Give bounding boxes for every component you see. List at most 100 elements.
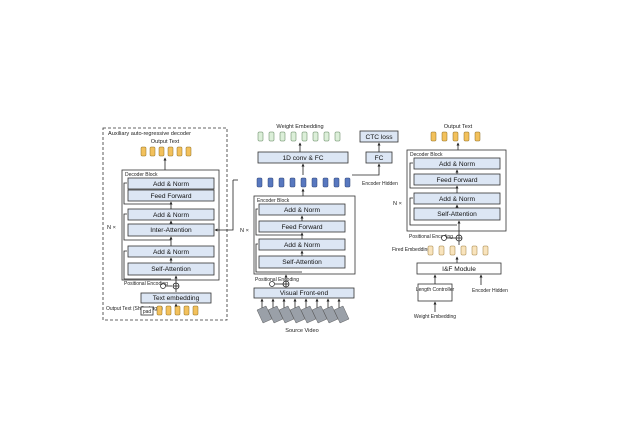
video-frame	[267, 305, 284, 324]
left-self-attention-label: Self-Attention	[151, 266, 191, 273]
fc-label: FC	[375, 155, 384, 162]
visual-frontend-label: Visual Front-end	[280, 290, 329, 297]
ctc-loss-label: CTC loss	[365, 134, 393, 141]
input-token	[156, 305, 163, 316]
output-token	[140, 146, 147, 157]
right-feed-forward-label: Feed Forward	[436, 177, 477, 184]
text-embedding-label: Text embedding	[153, 295, 200, 302]
encoder-to-inter-attention-arrow	[214, 180, 234, 232]
output-token	[158, 146, 165, 157]
weight-tokens	[257, 131, 341, 142]
hidden-tokens	[256, 177, 351, 188]
text-embedding-box	[140, 292, 212, 304]
input-token	[174, 305, 181, 316]
output-token	[430, 131, 437, 142]
enc-feed-forward-label: Feed Forward	[281, 224, 322, 231]
left-add-norm-1-label: Add & Norm	[153, 249, 189, 256]
right-add-norm-2	[413, 157, 501, 170]
left-feed-forward	[127, 189, 215, 202]
left-add-norm-2-label: Add & Norm	[153, 212, 189, 219]
left-sine-icon	[160, 283, 166, 289]
right-decoder-block	[406, 149, 507, 232]
input-token	[165, 305, 172, 316]
enc-add-norm-2	[258, 203, 346, 216]
encoder-block-title: Encoder Block	[257, 198, 290, 204]
hidden-token	[300, 177, 307, 188]
fired-embedding-label: Fired Embedding	[392, 247, 430, 253]
weight-token	[323, 131, 330, 142]
source-video-frames	[256, 298, 350, 324]
fired-token	[482, 245, 489, 256]
fired-token	[449, 245, 456, 256]
source-video-label: Source Video	[285, 328, 318, 334]
fired-token	[427, 245, 434, 256]
left-block-title: Decoder Block	[125, 172, 158, 178]
hidden-token	[267, 177, 274, 188]
pad-token-label: pad	[143, 309, 152, 315]
video-frame	[289, 305, 306, 324]
output-token	[474, 131, 481, 142]
left-decoder: Auxiliary auto-regressive decoder Output…	[102, 127, 228, 321]
left-input-text-label: Output Text (Shifted right)	[106, 306, 163, 312]
if-module-box	[416, 262, 502, 275]
fired-token	[438, 245, 445, 256]
weight-token	[279, 131, 286, 142]
video-frame	[311, 305, 328, 324]
if-module-label: I&F Module	[442, 266, 476, 273]
encoder-block	[253, 195, 356, 275]
enc-repeat-label: N ×	[240, 228, 249, 234]
right-block-title: Decoder Block	[410, 152, 443, 158]
hidden-token	[311, 177, 318, 188]
weight-token	[312, 131, 319, 142]
video-frame	[322, 305, 339, 324]
input-token	[192, 305, 199, 316]
enc-sine-icon	[269, 281, 275, 287]
right-self-attention-label: Self-Attention	[437, 211, 477, 218]
video-frame	[333, 305, 350, 324]
left-pos-enc-label: Positional Encoding	[124, 281, 168, 287]
output-token	[149, 146, 156, 157]
hidden-token	[322, 177, 329, 188]
fired-tokens	[427, 245, 489, 256]
left-repeat-label: N ×	[107, 225, 116, 231]
left-inter-attention-label: Inter-Attention	[150, 227, 192, 234]
right-output-text-label: Output Text	[444, 124, 473, 130]
hidden-token	[256, 177, 263, 188]
left-add-norm-3	[127, 177, 215, 190]
enc-add-norm-2-label: Add & Norm	[284, 207, 320, 214]
hidden-token	[289, 177, 296, 188]
right-add-norm-1-label: Add & Norm	[439, 196, 475, 203]
weight-token	[301, 131, 308, 142]
input-token	[183, 305, 190, 316]
video-frame	[278, 305, 295, 324]
left-decoder-block	[121, 169, 220, 281]
pad-token	[140, 306, 154, 316]
left-add-norm-3-label: Add & Norm	[153, 181, 189, 188]
right-output-tokens	[430, 131, 481, 142]
output-token	[185, 146, 192, 157]
left-feed-forward-label: Feed Forward	[150, 193, 191, 200]
middle-encoder: Weight Embedding 1D conv & FC CTC loss F…	[240, 124, 399, 334]
weight-token	[268, 131, 275, 142]
aux-decoder-frame	[102, 127, 228, 321]
output-token	[167, 146, 174, 157]
fired-token	[471, 245, 478, 256]
weight-token	[257, 131, 264, 142]
fired-token	[460, 245, 467, 256]
left-output-tokens	[140, 146, 192, 157]
visual-frontend-box	[253, 287, 355, 299]
output-token	[441, 131, 448, 142]
output-token	[452, 131, 459, 142]
weight-token	[334, 131, 341, 142]
encoder-hidden-label: Encoder Hidden	[362, 181, 398, 187]
hidden-token	[278, 177, 285, 188]
right-repeat-label: N ×	[393, 201, 402, 207]
enc-pos-enc-label: Positional Encoding	[255, 277, 299, 283]
right-sine-icon	[441, 235, 447, 241]
length-controller-label: Length Controller	[416, 287, 455, 293]
hidden-token	[333, 177, 340, 188]
output-token	[463, 131, 470, 142]
aux-decoder-title: Auxiliary auto-regressive decoder	[108, 131, 191, 137]
conv-fc-label: 1D conv & FC	[282, 155, 323, 162]
